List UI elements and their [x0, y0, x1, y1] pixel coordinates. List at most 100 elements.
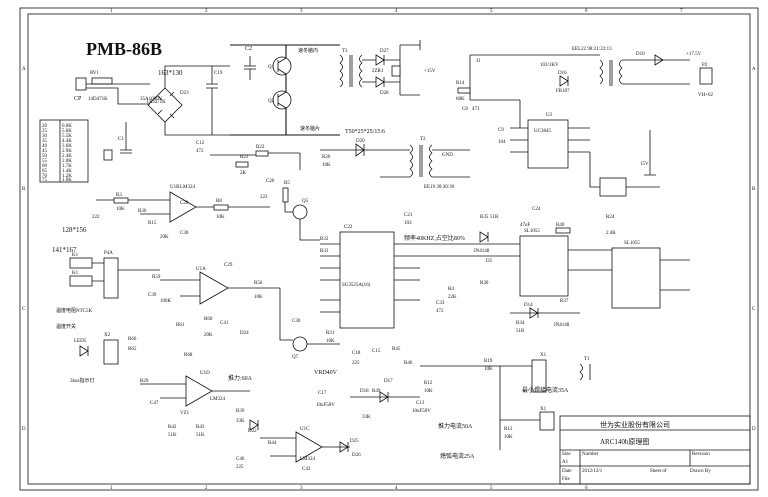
- r37-label: R37: [560, 299, 569, 304]
- r23-label: R23: [240, 155, 249, 160]
- vz1-label: VZ1: [180, 411, 190, 416]
- r68-label: R68: [184, 353, 193, 358]
- r23-value: 2K: [240, 171, 247, 176]
- c46-label: C46: [236, 457, 245, 462]
- rv1-label: RV1: [90, 71, 100, 76]
- vh-label: VH+02: [698, 93, 714, 98]
- svg-text:35: 35: [42, 139, 48, 144]
- r60-label: R60: [204, 317, 213, 322]
- u1d-opamp: [185, 375, 213, 407]
- j1-label: J1: [476, 59, 481, 64]
- r20-value: 10K: [322, 163, 331, 168]
- r44-label: R44: [268, 441, 277, 446]
- r12-label: R12: [424, 381, 433, 386]
- input-rectifier-section: CP RV1 14D471K 14D471K 35A1000V D23 C19 …: [74, 65, 230, 162]
- r24-label: R24: [606, 215, 615, 220]
- svg-text:0.0K: 0.0K: [62, 124, 72, 129]
- r34-label: R34: [516, 321, 525, 326]
- p4a-connector: [103, 257, 119, 299]
- r3-value: 10K: [116, 207, 125, 212]
- svg-text:45: 45: [42, 149, 48, 154]
- svg-text:65: 65: [42, 169, 48, 174]
- q2-transistor: [272, 90, 292, 110]
- temp-switch-label: 温度开关: [56, 323, 76, 330]
- c1-label: C1: [118, 137, 124, 142]
- q5-transistor: [292, 204, 308, 220]
- cp-connector: [75, 77, 87, 91]
- thrust-label: 推力电流50A: [438, 422, 473, 430]
- d7-value: IN4148: [474, 249, 490, 254]
- bottom-section: U1D LM324 推力:60A R29 C47 VZ1 R42 51K R43…: [140, 347, 591, 472]
- c12-value: 472: [196, 149, 204, 154]
- r59-value: 100K: [160, 299, 172, 304]
- row-marker: D: [752, 427, 756, 432]
- r34-value: 51R: [516, 329, 525, 334]
- tb-date-label: Date: [562, 469, 572, 474]
- r8-value: 10K: [216, 215, 225, 220]
- svg-text:2.0K: 2.0K: [62, 159, 72, 164]
- r66-label: R66: [128, 337, 137, 342]
- q7-label: Q7: [292, 355, 299, 360]
- c30-label: C30: [292, 319, 301, 324]
- row-marker: B: [22, 187, 26, 192]
- sheet-border: [19, 7, 759, 491]
- row-marker: D: [22, 427, 26, 432]
- c8-label: C8: [462, 107, 468, 112]
- p4a-label: P4A: [104, 251, 113, 256]
- r22-label: R22: [256, 145, 265, 150]
- d24-label: D24: [240, 331, 249, 336]
- r35-label: R35: [480, 215, 489, 220]
- col-marker: 1: [110, 486, 113, 491]
- u2-label: U2: [546, 113, 553, 118]
- svg-text:75: 75: [42, 178, 48, 183]
- r39-label: R39: [236, 409, 245, 414]
- t2-gnd: GND: [442, 153, 453, 158]
- x1-label: X1: [540, 353, 547, 358]
- r61-label: R61: [176, 323, 185, 328]
- r42-value: 51K: [168, 433, 177, 438]
- t3-label: T3: [342, 49, 348, 54]
- col-marker: 7: [680, 9, 683, 14]
- d16-label: D16: [558, 71, 567, 76]
- d27-label: D27: [380, 49, 389, 54]
- q1-transistor: [272, 56, 292, 76]
- u1a-opamp: [199, 271, 229, 305]
- k1b-relay: [69, 275, 93, 287]
- k1b-label: K1: [72, 271, 79, 276]
- c41-label: C41: [220, 321, 229, 326]
- tb-date-value: 2012/12/1: [582, 469, 603, 474]
- tb-size-value: A1: [562, 460, 569, 465]
- svg-text:2.4K: 2.4K: [62, 154, 72, 159]
- svg-text:4.4K: 4.4K: [62, 139, 72, 144]
- ee19-label: EE19 30:30:30: [424, 185, 455, 190]
- t2-spec: T50*25*25/15:6: [345, 129, 385, 135]
- vcc-label: +15V: [424, 69, 436, 74]
- r32-label: R32: [320, 237, 329, 242]
- d14-label: D14: [524, 303, 533, 308]
- r29-label: R29: [140, 379, 149, 384]
- c17-label: C17: [318, 391, 327, 396]
- c18-value: 225: [352, 361, 360, 366]
- d23-label: D23: [180, 91, 189, 96]
- svg-text:1.4K: 1.4K: [62, 169, 72, 174]
- c9-value: 104: [498, 140, 506, 145]
- u1d-label: U1D: [200, 371, 210, 376]
- sg3525-label: SG3525A(16): [342, 283, 371, 288]
- r33-label: R33: [320, 249, 329, 254]
- r4-value: 22K: [448, 295, 457, 300]
- r59-label: R59: [152, 275, 161, 280]
- q2-label: Q2: [268, 99, 275, 104]
- model-title: PMB-86B: [86, 39, 162, 59]
- c29-label: C29: [224, 263, 233, 268]
- r45-label: R45: [392, 347, 401, 352]
- svg-text:1.0K: 1.0K: [62, 178, 72, 183]
- r13-value: 10K: [504, 435, 513, 440]
- d17-label: D17: [384, 379, 393, 384]
- svg-text:50: 50: [42, 154, 48, 159]
- r56-value: 10K: [254, 295, 263, 300]
- r46-label: R46: [404, 361, 413, 366]
- c13-value: 10uF50V: [412, 409, 431, 414]
- col-marker: 5: [490, 9, 493, 14]
- rv1-varistor: [91, 77, 113, 85]
